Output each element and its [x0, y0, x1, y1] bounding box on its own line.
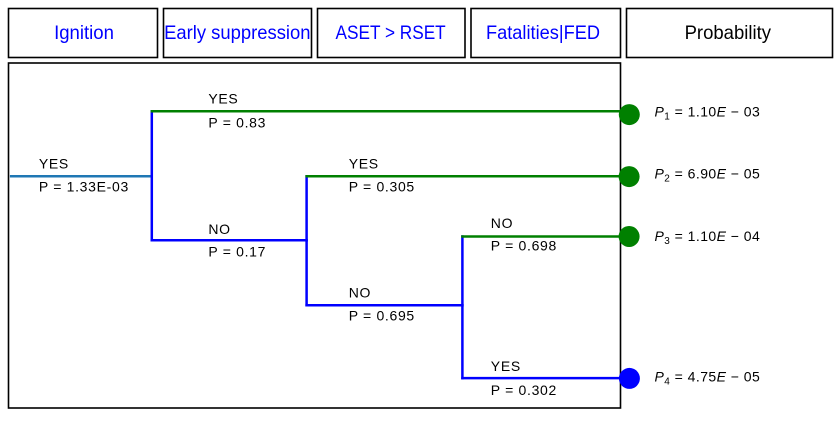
svg-text:P = 0.695: P = 0.695	[349, 308, 415, 324]
svg-text:YES: YES	[491, 358, 521, 374]
svg-text:NO: NO	[349, 285, 371, 301]
svg-text:NO: NO	[491, 215, 513, 231]
svg-text:Early suppression: Early suppression	[164, 22, 310, 44]
svg-text:Fatalities|FED: Fatalities|FED	[486, 22, 600, 44]
svg-text:P = 1.33E-03: P = 1.33E-03	[39, 179, 129, 195]
svg-text:P = 0.17: P = 0.17	[208, 244, 266, 260]
svg-text:P = 0.302: P = 0.302	[491, 382, 557, 398]
svg-text:P4 = 4.75E − 05: P4 = 4.75E − 05	[655, 368, 761, 387]
svg-text:P2 = 6.90E − 05: P2 = 6.90E − 05	[655, 165, 761, 184]
svg-text:Probability: Probability	[685, 22, 772, 44]
svg-text:P1 = 1.10E − 03: P1 = 1.10E − 03	[655, 103, 761, 122]
svg-text:P = 0.305: P = 0.305	[349, 179, 415, 195]
svg-text:P3 = 1.10E − 04: P3 = 1.10E − 04	[655, 228, 761, 247]
svg-text:YES: YES	[349, 156, 379, 172]
svg-text:YES: YES	[208, 91, 238, 107]
svg-text:NO: NO	[208, 221, 230, 237]
svg-text:ASET > RSET: ASET > RSET	[336, 22, 446, 44]
svg-text:Ignition: Ignition	[54, 22, 114, 44]
svg-text:YES: YES	[39, 155, 69, 171]
svg-text:P = 0.698: P = 0.698	[491, 237, 557, 253]
svg-text:P = 0.83: P = 0.83	[208, 114, 266, 130]
